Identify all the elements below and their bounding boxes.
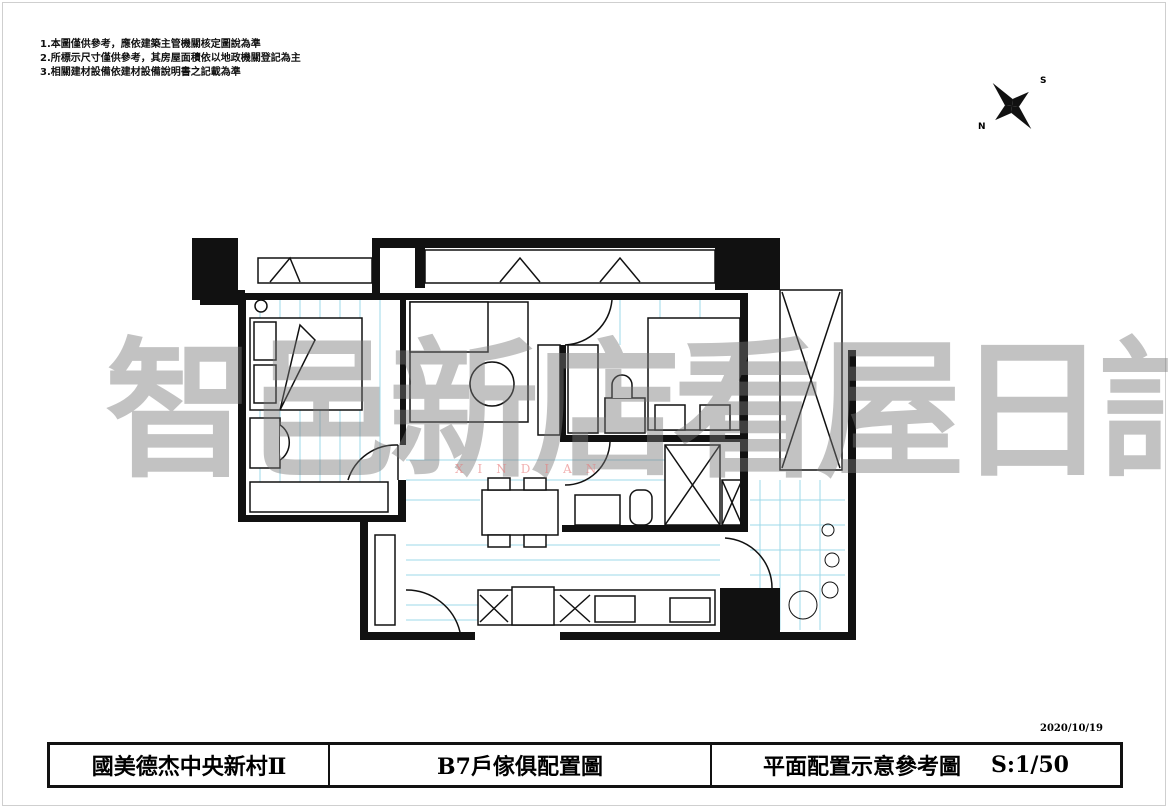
wardrobe <box>567 344 599 434</box>
shoe-cabinet <box>374 534 396 626</box>
compass-rose-icon <box>992 83 1032 129</box>
note-3: 3.相關建材設備依建材設備說明書之記載為準 <box>40 67 241 78</box>
toilet <box>629 489 653 526</box>
plants <box>788 523 840 620</box>
dining-table <box>481 489 559 536</box>
furniture <box>249 299 741 626</box>
tv-cabinet <box>537 344 561 436</box>
storage-left <box>249 481 389 513</box>
vanity-left <box>249 417 281 469</box>
note-2: 2.所標示尺寸僅供參考，其房屋面積依以地政機關登記為主 <box>40 53 301 64</box>
sink-bath <box>604 397 646 434</box>
compass-south-label: S <box>1040 76 1047 86</box>
note-1: 1.本圖僅供參考，應依建築主管機關核定圖說為準 <box>40 39 261 50</box>
project-name: 國美德杰中央新村Ⅱ <box>91 754 287 780</box>
drawing-type: 平面配置示意參考圖 <box>763 754 962 780</box>
bath-sink <box>574 494 621 526</box>
notes: 1.本圖僅供參考，應依建築主管機關核定圖說為準 2.所標示尺寸僅供參考，其房屋面… <box>40 38 301 80</box>
watermark-subtext: XINDIAN <box>455 462 611 476</box>
title-block: 國美德杰中央新村Ⅱ B7戶傢俱配置圖 平面配置示意參考圖 S:1/50 <box>47 742 1123 788</box>
drawing-title: B7戶傢俱配置圖 <box>437 754 603 780</box>
coffee-table <box>469 361 515 407</box>
drawing-date: 2020/10/19 <box>1040 723 1103 734</box>
doors <box>347 299 773 633</box>
drawing-scale: S:1/50 <box>991 752 1069 778</box>
windows <box>257 249 843 526</box>
walls <box>192 238 856 640</box>
compass-north-label: N <box>978 122 986 132</box>
